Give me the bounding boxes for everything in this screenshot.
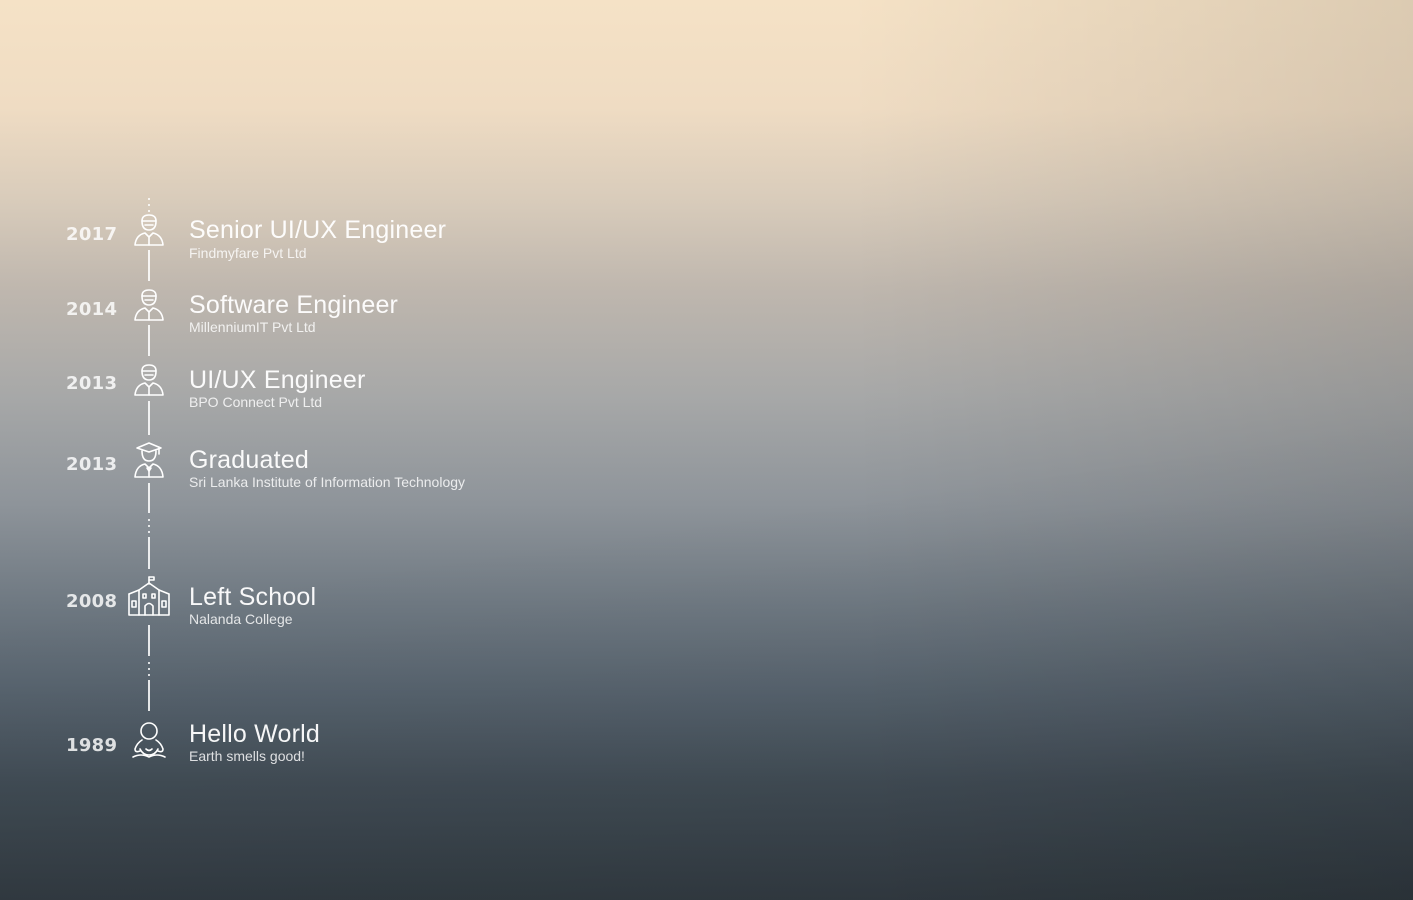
engineer-person-icon bbox=[129, 361, 169, 405]
timeline-year: 2013 bbox=[66, 373, 118, 394]
timeline-title: Graduated bbox=[189, 446, 309, 474]
timeline-connector bbox=[148, 250, 150, 281]
timeline-title: Senior UI/UX Engineer bbox=[189, 216, 447, 244]
timeline-subtitle: BPO Connect Pvt Ltd bbox=[189, 394, 323, 410]
timeline-year: 2014 bbox=[66, 299, 118, 320]
timeline-year: 2008 bbox=[66, 591, 118, 612]
timeline-connector bbox=[148, 483, 150, 513]
timeline-year: 2017 bbox=[66, 224, 118, 245]
timeline-subtitle: Findmyfare Pvt Ltd bbox=[189, 245, 307, 261]
timeline-subtitle: Nalanda College bbox=[189, 611, 293, 627]
timeline-subtitle: MillenniumIT Pvt Ltd bbox=[189, 319, 316, 335]
graduate-icon bbox=[129, 439, 169, 483]
timeline-subtitle: Sri Lanka Institute of Information Techn… bbox=[189, 474, 466, 490]
timeline-dotted-connector bbox=[148, 196, 150, 212]
engineer-person-icon bbox=[129, 211, 169, 255]
career-timeline: 2017 Senior UI/UX Engineer Findmyfare Pv… bbox=[0, 0, 700, 900]
timeline-connector bbox=[148, 537, 150, 569]
timeline-title: Hello World bbox=[189, 720, 320, 748]
timeline-connector bbox=[148, 325, 150, 356]
school-building-icon bbox=[127, 574, 171, 618]
timeline-title: Left School bbox=[189, 583, 317, 611]
timeline-dotted-connector bbox=[148, 517, 150, 533]
timeline-title: Software Engineer bbox=[189, 291, 399, 319]
timeline-connector bbox=[148, 401, 150, 435]
timeline-title: UI/UX Engineer bbox=[189, 366, 366, 394]
timeline-year: 1989 bbox=[66, 735, 118, 756]
timeline-dotted-connector bbox=[148, 660, 150, 676]
baby-icon bbox=[129, 719, 169, 763]
timeline-connector bbox=[148, 680, 150, 711]
timeline-connector bbox=[148, 625, 150, 656]
engineer-person-icon bbox=[129, 286, 169, 330]
timeline-subtitle: Earth smells good! bbox=[189, 748, 305, 764]
timeline-year: 2013 bbox=[66, 454, 118, 475]
